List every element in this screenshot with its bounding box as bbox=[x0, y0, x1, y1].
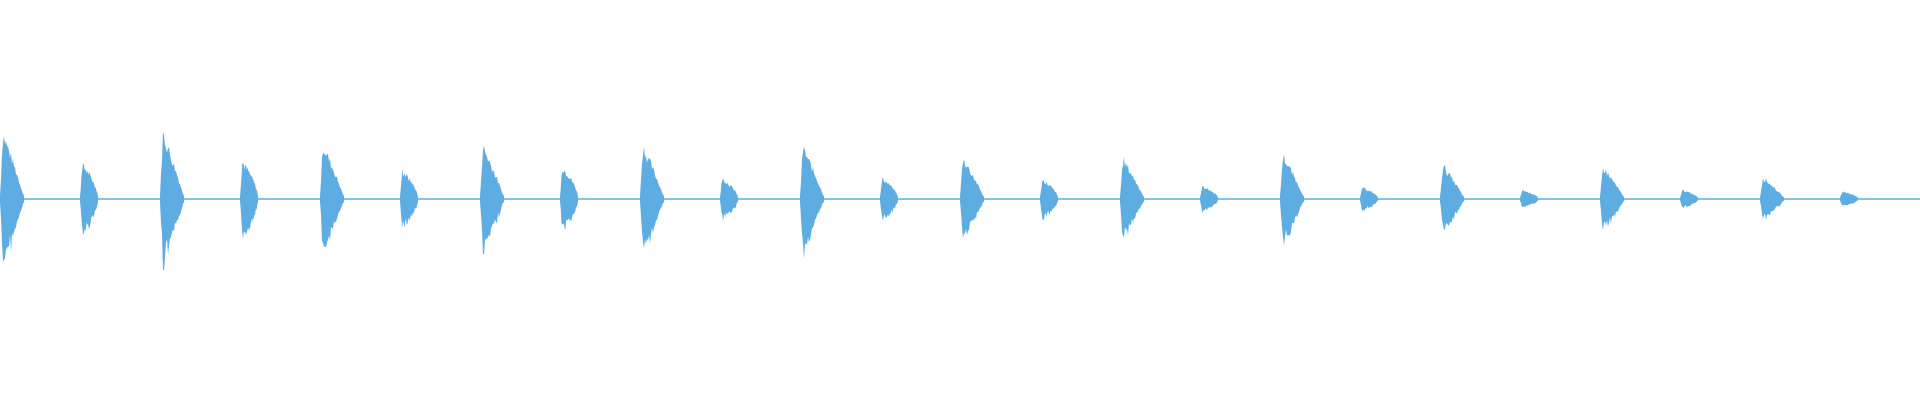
waveform-burst bbox=[1120, 157, 1144, 237]
waveform-burst bbox=[400, 169, 418, 229]
waveform-burst bbox=[480, 145, 504, 255]
waveform-burst bbox=[1280, 154, 1304, 246]
waveform-burst bbox=[880, 177, 898, 221]
waveform-burst bbox=[560, 170, 578, 231]
waveform-burst bbox=[1440, 165, 1464, 231]
waveform-burst bbox=[320, 153, 344, 248]
waveform-burst bbox=[1600, 168, 1624, 230]
waveform-burst bbox=[0, 136, 24, 262]
waveform-burst bbox=[1840, 191, 1858, 206]
waveform-burst bbox=[960, 159, 984, 239]
waveform-burst bbox=[1200, 185, 1218, 213]
waveform-burst bbox=[1520, 189, 1538, 208]
waveform-burst bbox=[240, 163, 258, 239]
waveform-burst bbox=[640, 146, 664, 249]
waveform-burst bbox=[1760, 178, 1784, 220]
waveform-burst bbox=[720, 178, 738, 222]
waveform-burst bbox=[160, 131, 184, 271]
waveform-burst bbox=[1360, 187, 1378, 212]
waveform-burst bbox=[80, 163, 98, 235]
waveform-bursts bbox=[0, 131, 1858, 271]
waveform-burst bbox=[1040, 180, 1058, 221]
waveform-burst bbox=[800, 146, 824, 259]
waveform-burst bbox=[1680, 189, 1698, 209]
